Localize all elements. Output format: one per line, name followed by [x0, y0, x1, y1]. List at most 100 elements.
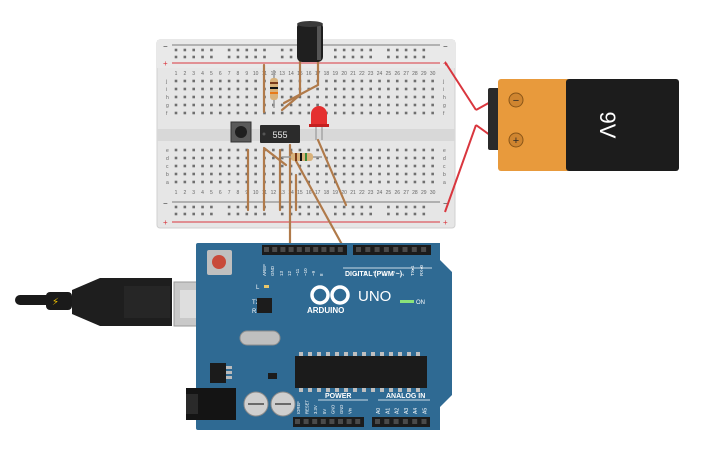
rail-minus-bottom-left: − [163, 199, 168, 208]
battery-minus: − [513, 95, 519, 107]
row-letter: d [166, 156, 169, 162]
wire-7[interactable] [316, 138, 348, 207]
power-pin-label: IOREF [296, 401, 301, 414]
power-label: POWER [325, 393, 351, 400]
column-number: 30 [430, 190, 436, 196]
column-number: 20 [341, 190, 347, 196]
column-number: 12 [271, 190, 277, 196]
column-number: 3 [192, 71, 195, 77]
column-number: 24 [377, 190, 383, 196]
row-letter: f [443, 111, 445, 117]
header-pin-holes-bottom [295, 419, 427, 424]
analog-pin-label: A5 [423, 408, 429, 414]
column-number: 13 [279, 71, 285, 77]
led-tx-label: TX [252, 300, 260, 306]
digital-pin-label: GND [270, 265, 275, 276]
column-number: 28 [412, 71, 418, 77]
digital-pin-label: ~11 [295, 268, 300, 276]
red-led[interactable] [309, 106, 329, 140]
breadboard-holes [174, 48, 434, 216]
wire-2[interactable] [288, 148, 347, 252]
battery-9v[interactable]: − + 9V [444, 61, 679, 213]
electrolytic-capacitor[interactable] [297, 21, 323, 62]
column-number: 22 [359, 190, 365, 196]
led-rx-label: RX [252, 309, 260, 315]
rail-minus-top-left: − [163, 42, 168, 51]
ic-label: 555 [272, 130, 287, 140]
column-number: 26 [394, 190, 400, 196]
column-number: 21 [350, 71, 356, 77]
lightning-icon: ⚡ [52, 297, 59, 308]
digital-pin-label: 8 [319, 273, 324, 276]
power-pin-label: RESET [305, 400, 310, 414]
row-letter: a [166, 180, 169, 186]
digital-pin-label: 7 [354, 273, 359, 276]
column-number: 10 [253, 190, 259, 196]
column-number: 21 [350, 190, 356, 196]
column-number: 28 [412, 190, 418, 196]
column-number: 26 [394, 71, 400, 77]
column-number: 7 [228, 71, 231, 77]
wire-10[interactable] [282, 58, 320, 105]
breadboard[interactable]: 1234567891011121314151617181920212223242… [156, 39, 456, 229]
wires[interactable] [246, 58, 348, 252]
column-number: 8 [237, 190, 240, 196]
row-letter: c [166, 164, 169, 170]
row-letter: i [443, 87, 444, 93]
rail-minus-bottom-right: − [443, 199, 448, 208]
column-number: 8 [237, 71, 240, 77]
column-number: 16 [306, 190, 312, 196]
column-number: 19 [333, 71, 339, 77]
digital-pin-label: 12 [287, 270, 292, 276]
power-pin-label: GND [339, 405, 344, 414]
header-pin-holes [264, 247, 427, 252]
model-label: UNO [358, 288, 391, 305]
row-letter: b [443, 172, 446, 178]
row-letter: g [166, 103, 169, 109]
column-number: 20 [341, 71, 347, 77]
row-letter: h [443, 95, 446, 101]
resistor-vertical[interactable] [270, 70, 278, 108]
on-label: ON [416, 300, 425, 306]
resistor-horizontal[interactable] [282, 153, 322, 161]
column-number: 2 [183, 71, 186, 77]
column-number: 14 [288, 190, 294, 196]
column-number: 27 [403, 190, 409, 196]
row-letter: i [166, 87, 167, 93]
column-number: 18 [324, 71, 330, 77]
column-number: 23 [368, 71, 374, 77]
digital-pin-label: RX◂0 [419, 264, 424, 276]
column-number: 2 [183, 190, 186, 196]
analog-pin-label: A2 [395, 408, 401, 414]
power-pin-label: 3.3V [313, 405, 318, 414]
led-l-label: L [256, 285, 260, 291]
digital-pin-label: ~10 [303, 268, 308, 276]
column-number: 16 [306, 71, 312, 77]
row-letter: g [443, 103, 446, 109]
digital-pin-label: TX▸1 [410, 265, 415, 276]
power-pin-label: Vin [348, 407, 353, 414]
rail-plus-bottom-right: + [443, 218, 448, 227]
row-letter: h [166, 95, 169, 101]
pushbutton[interactable] [230, 121, 252, 143]
column-number: 9 [245, 71, 248, 77]
digital-pin-label: ~5 [372, 270, 377, 276]
column-number: 19 [333, 190, 339, 196]
battery-label: 9V [595, 112, 620, 139]
column-number: 25 [386, 190, 392, 196]
column-number: 17 [315, 190, 321, 196]
wire-11[interactable] [262, 146, 288, 167]
power-pin-label: 5V [322, 409, 327, 414]
row-letter: e [166, 148, 169, 154]
column-number: 18 [324, 190, 330, 196]
ic-555[interactable]: 555 [260, 125, 300, 143]
rail-plus-bottom-left: + [163, 218, 168, 227]
column-number: 10 [253, 71, 259, 77]
digital-pin-label: 2 [400, 273, 405, 276]
